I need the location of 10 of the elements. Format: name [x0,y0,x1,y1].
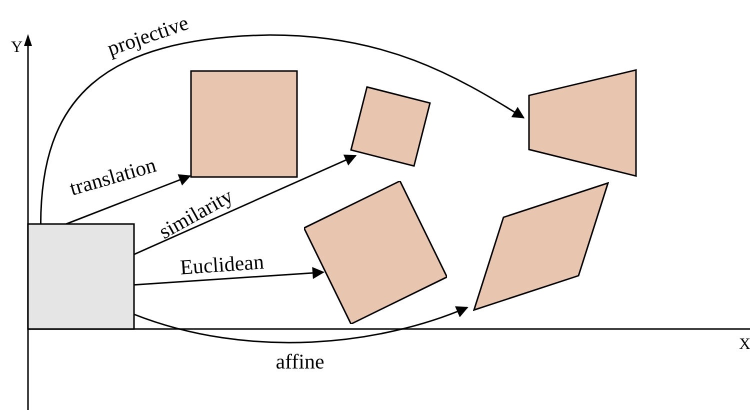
arrow [66,174,192,225]
arrow [134,154,357,256]
arrow [40,34,525,224]
edge-label: translation [68,154,158,200]
edge-label: affine [276,352,324,372]
axis-label: Y [11,40,23,56]
arrow [134,266,325,286]
edge-label: Euclidean [179,252,265,278]
axis-label: X [739,337,750,353]
arrow [134,306,468,344]
